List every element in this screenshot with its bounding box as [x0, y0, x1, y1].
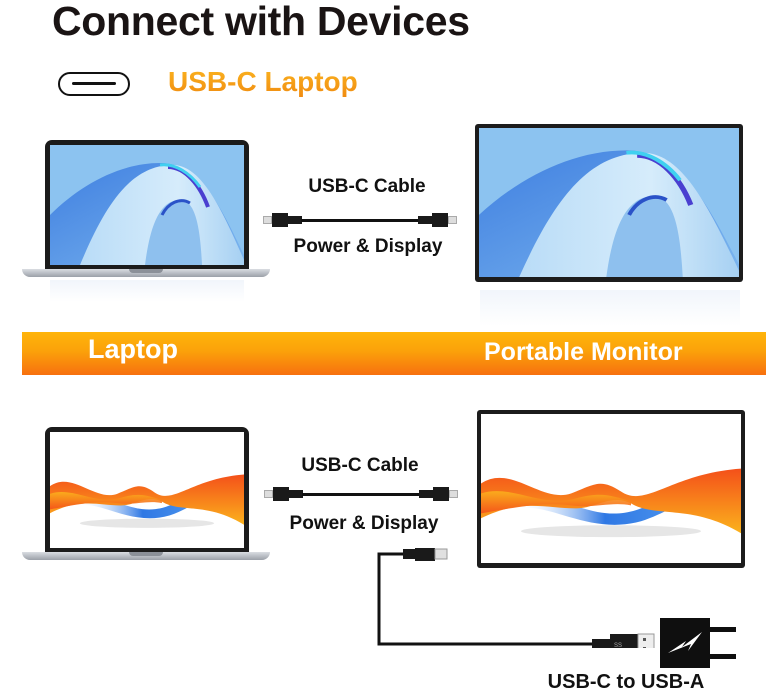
laptop-notch — [129, 269, 163, 273]
page-title: Connect with Devices — [52, 0, 470, 44]
laptop-lid — [45, 140, 249, 269]
power-cable-label: USB-C to USB-A — [547, 671, 705, 693]
orange-banner — [22, 332, 766, 375]
subtitle-usb-c-laptop: USB-C Laptop — [168, 66, 358, 97]
top-cable-sublabel: Power & Display — [293, 236, 443, 257]
monitor-screen-ribbon — [481, 414, 741, 563]
banner-monitor-label: Portable Monitor — [484, 338, 683, 366]
laptop-top — [22, 140, 270, 302]
laptop-base — [22, 269, 270, 277]
usb-c-cable-icon — [264, 487, 458, 501]
usb-c-port-icon — [58, 72, 130, 96]
power-adapter-lightning-icon — [660, 618, 750, 668]
laptop-lid — [45, 427, 249, 552]
laptop-base — [22, 552, 270, 560]
usb-c-to-usb-a-cable-icon: SS — [377, 548, 655, 648]
bottom-cable-label: USB-C Cable — [301, 455, 419, 476]
banner-laptop-label: Laptop — [88, 334, 178, 364]
svg-text:SS: SS — [614, 643, 622, 648]
usb-c-cable-icon — [263, 213, 457, 227]
portable-monitor-top — [475, 124, 743, 282]
portable-monitor-bottom — [477, 410, 745, 568]
laptop-screen-ribbon — [50, 432, 244, 548]
top-cable-label: USB-C Cable — [308, 176, 426, 197]
laptop-reflection — [50, 280, 244, 302]
monitor-reflection — [480, 290, 740, 326]
laptop-screen-blue-wave — [50, 145, 244, 265]
monitor-screen-blue-wave — [479, 128, 739, 277]
laptop-bottom — [22, 427, 270, 567]
bottom-cable-sublabel: Power & Display — [289, 513, 439, 534]
laptop-notch — [129, 552, 163, 556]
